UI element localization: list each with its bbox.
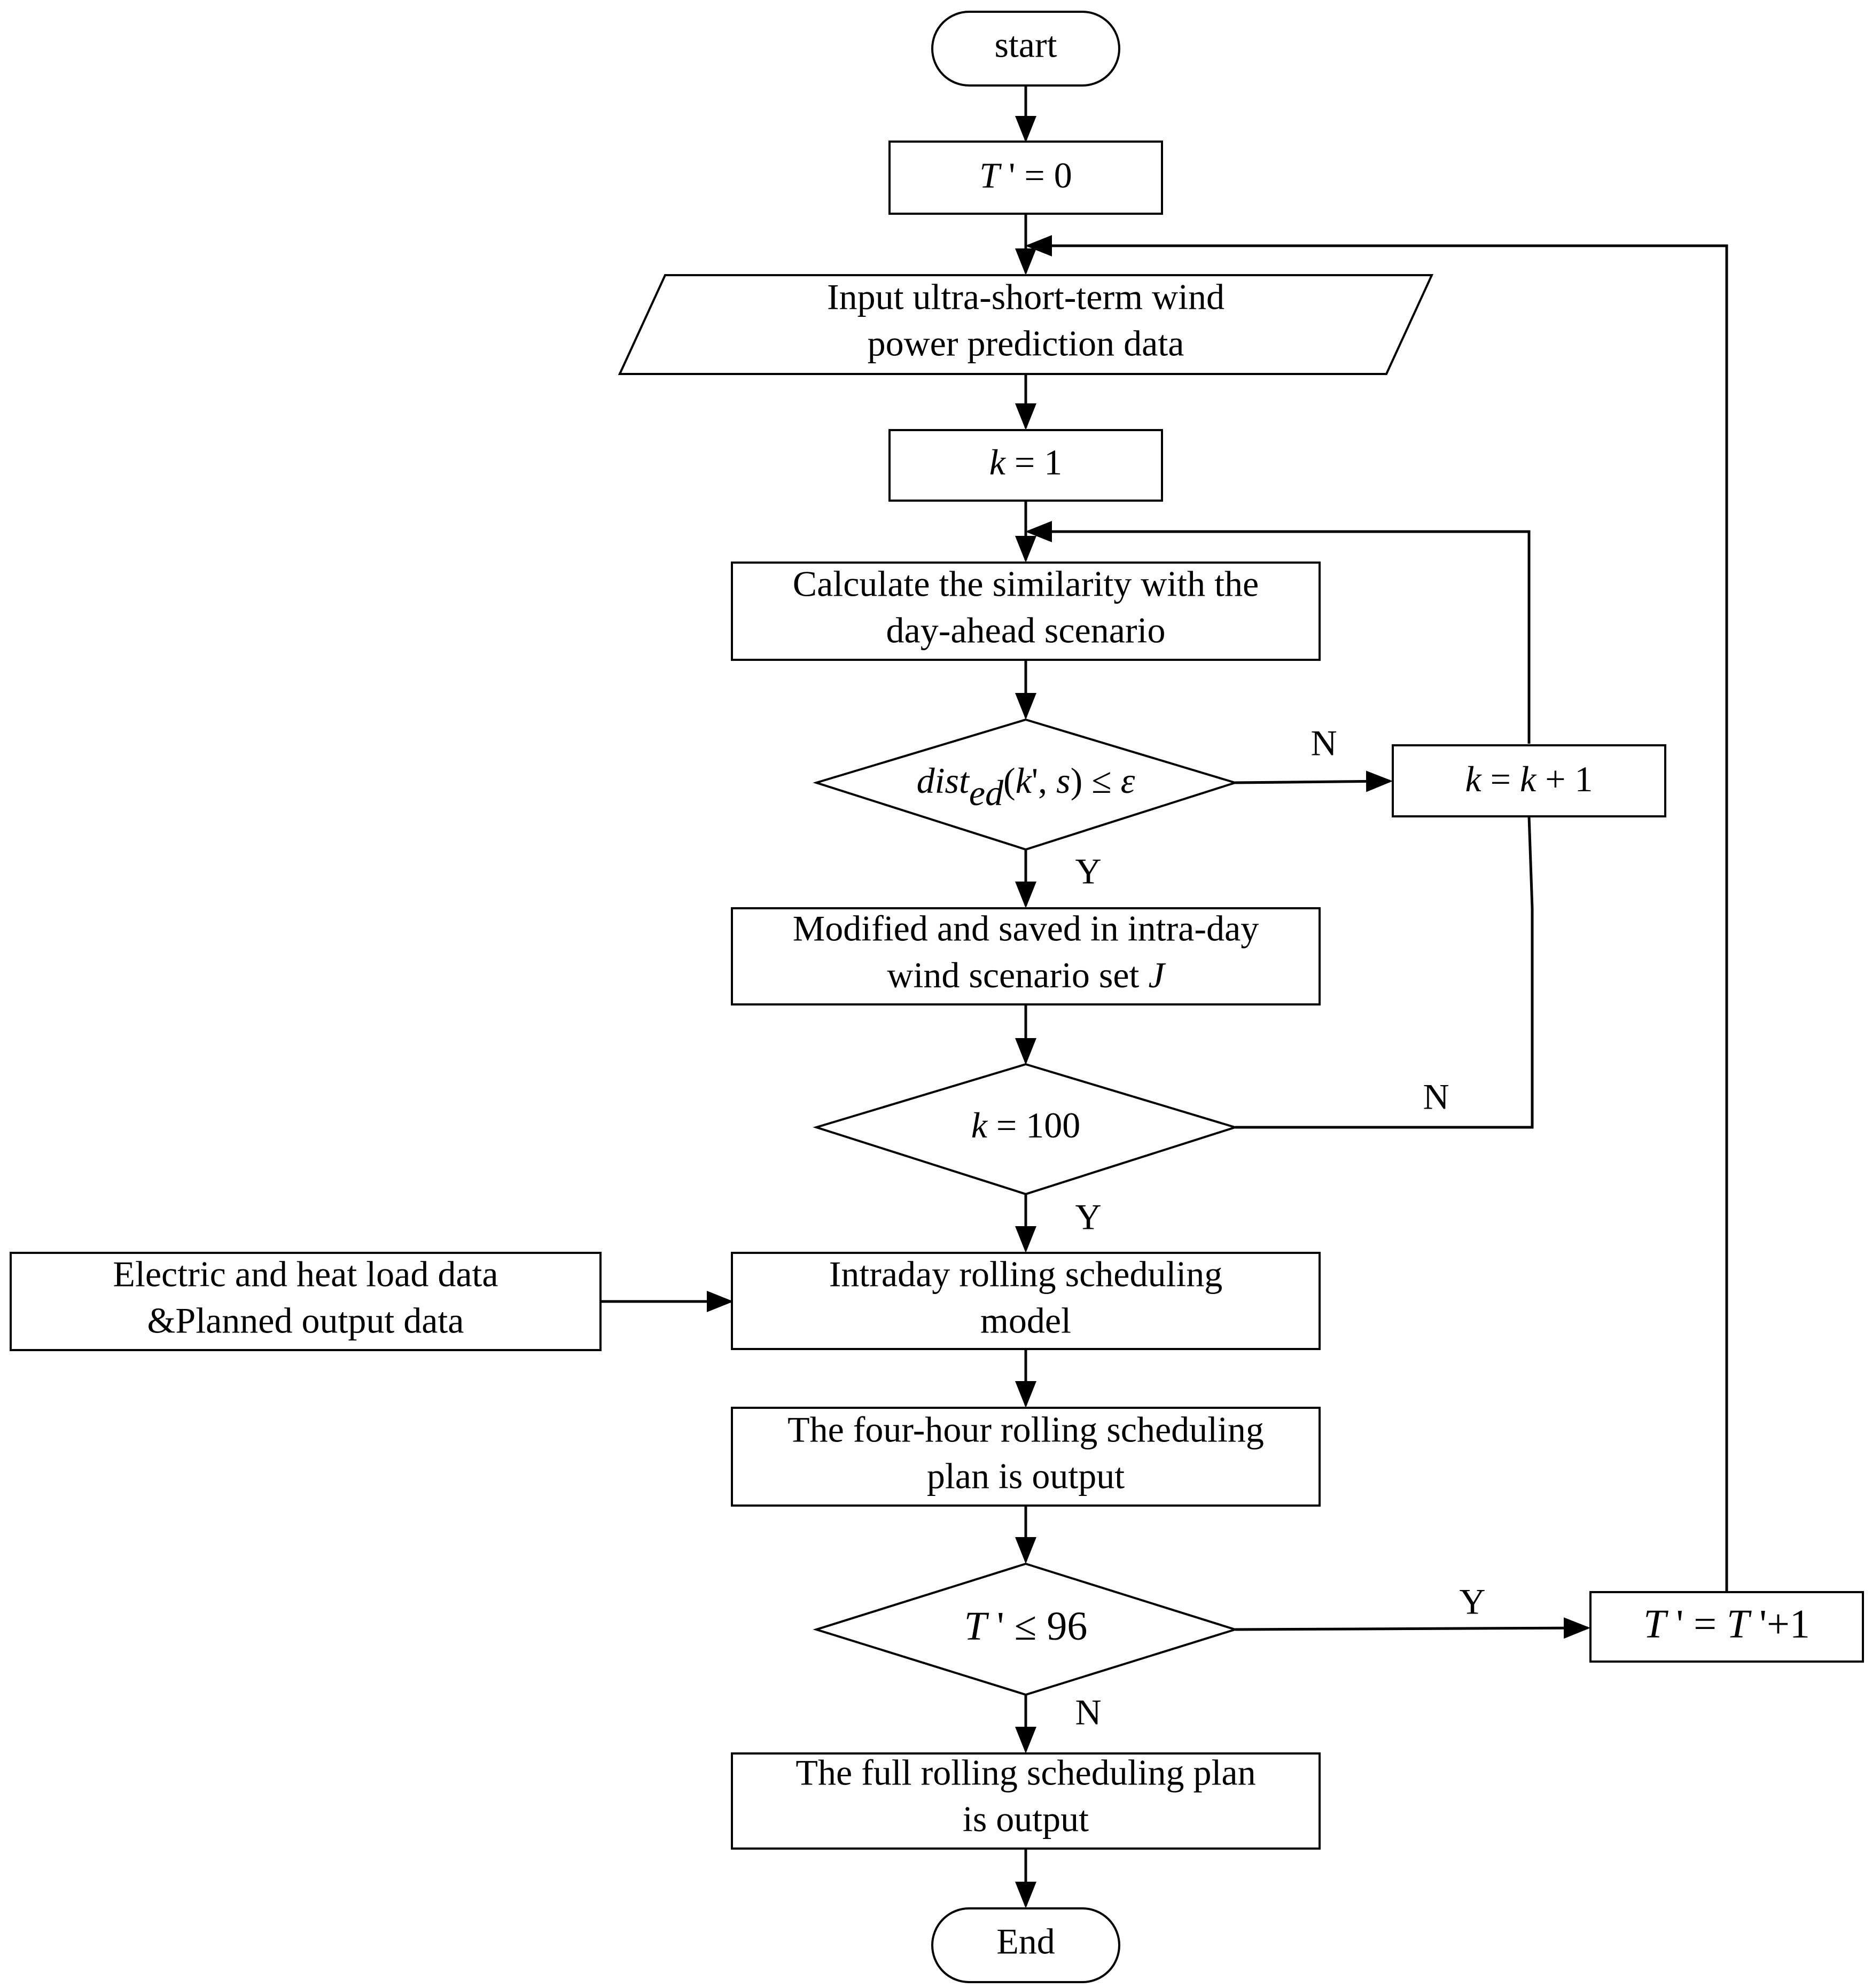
- start-terminal: start: [931, 11, 1120, 87]
- label-k-no: N: [1423, 1077, 1449, 1117]
- rolling-model-line-1: Intraday rolling scheduling: [829, 1254, 1222, 1295]
- external-input-process: Electric and heat load data &Planned out…: [10, 1252, 602, 1351]
- label-distance-no: N: [1311, 723, 1337, 763]
- distance-condition: disted(k', s) ≤ ε: [917, 760, 1135, 814]
- save-scenario-line-2: wind scenario set J: [887, 955, 1166, 995]
- k-check-condition: k = 100: [971, 1105, 1081, 1145]
- external-input-line-2: &Planned output data: [147, 1300, 464, 1341]
- line-k-check-no: [1235, 816, 1534, 1129]
- calc-similarity-line-1: Calculate the similarity with the: [793, 564, 1259, 604]
- input-data-line-1: Input ultra-short-term wind: [827, 277, 1224, 317]
- rolling-model-process: Intraday rolling scheduling model: [731, 1252, 1321, 1350]
- arrow-distance-to-increment-k: [1235, 770, 1393, 792]
- end-terminal: End: [931, 1907, 1120, 1983]
- start-label: start: [994, 25, 1057, 65]
- k-check-decision: k = 100: [813, 1063, 1239, 1196]
- external-input-line-1: Electric and heat load data: [113, 1254, 498, 1295]
- t-check-decision: T ' ≤ 96: [813, 1562, 1239, 1696]
- connectors: [600, 85, 1728, 1908]
- init-t-label: T ' = 0: [979, 155, 1072, 196]
- four-hour-output-line-1: The four-hour rolling scheduling: [787, 1409, 1264, 1450]
- input-data-line-2: power prediction data: [868, 323, 1184, 364]
- calc-similarity-process: Calculate the similarity with the day-ah…: [731, 562, 1321, 661]
- t-check-condition: T ' ≤ 96: [964, 1604, 1088, 1649]
- label-distance-yes: Y: [1075, 851, 1101, 892]
- label-k-yes: Y: [1075, 1197, 1101, 1237]
- init-k-process: k = 1: [888, 429, 1163, 502]
- end-label: End: [996, 1921, 1055, 1962]
- label-t-yes: Y: [1459, 1581, 1485, 1622]
- distance-decision: disted(k', s) ≤ ε: [813, 718, 1239, 851]
- four-hour-output-process: The four-hour rolling scheduling plan is…: [731, 1407, 1321, 1507]
- four-hour-output-line-2: plan is output: [927, 1456, 1125, 1496]
- rolling-model-line-2: model: [980, 1300, 1071, 1341]
- increment-t-label: T ' = T '+1: [1643, 1602, 1810, 1647]
- input-data-parallelogram: Input ultra-short-term wind power predic…: [618, 274, 1434, 375]
- loop-increment-t-to-input: [1025, 235, 1728, 1592]
- full-output-process: The full rolling scheduling plan is outp…: [731, 1752, 1321, 1850]
- init-t-process: T ' = 0: [888, 141, 1163, 215]
- arrow-t-check-to-increment-t: [1235, 1617, 1590, 1639]
- increment-k-label: k = k + 1: [1465, 759, 1593, 799]
- increment-k-process: k = k + 1: [1392, 744, 1666, 817]
- calc-similarity-line-2: day-ahead scenario: [886, 610, 1166, 651]
- label-t-no: N: [1075, 1692, 1101, 1733]
- increment-t-process: T ' = T '+1: [1589, 1591, 1864, 1663]
- save-scenario-process: Modified and saved in intra-day wind sce…: [731, 907, 1321, 1005]
- init-k-label: k = 1: [989, 442, 1063, 482]
- full-output-line-1: The full rolling scheduling plan: [795, 1752, 1255, 1793]
- branch-labels: N Y N Y Y N: [1075, 723, 1485, 1733]
- save-scenario-line-1: Modified and saved in intra-day: [793, 908, 1259, 949]
- loop-increment-k-to-calc: [1025, 521, 1531, 744]
- full-output-line-2: is output: [963, 1799, 1089, 1839]
